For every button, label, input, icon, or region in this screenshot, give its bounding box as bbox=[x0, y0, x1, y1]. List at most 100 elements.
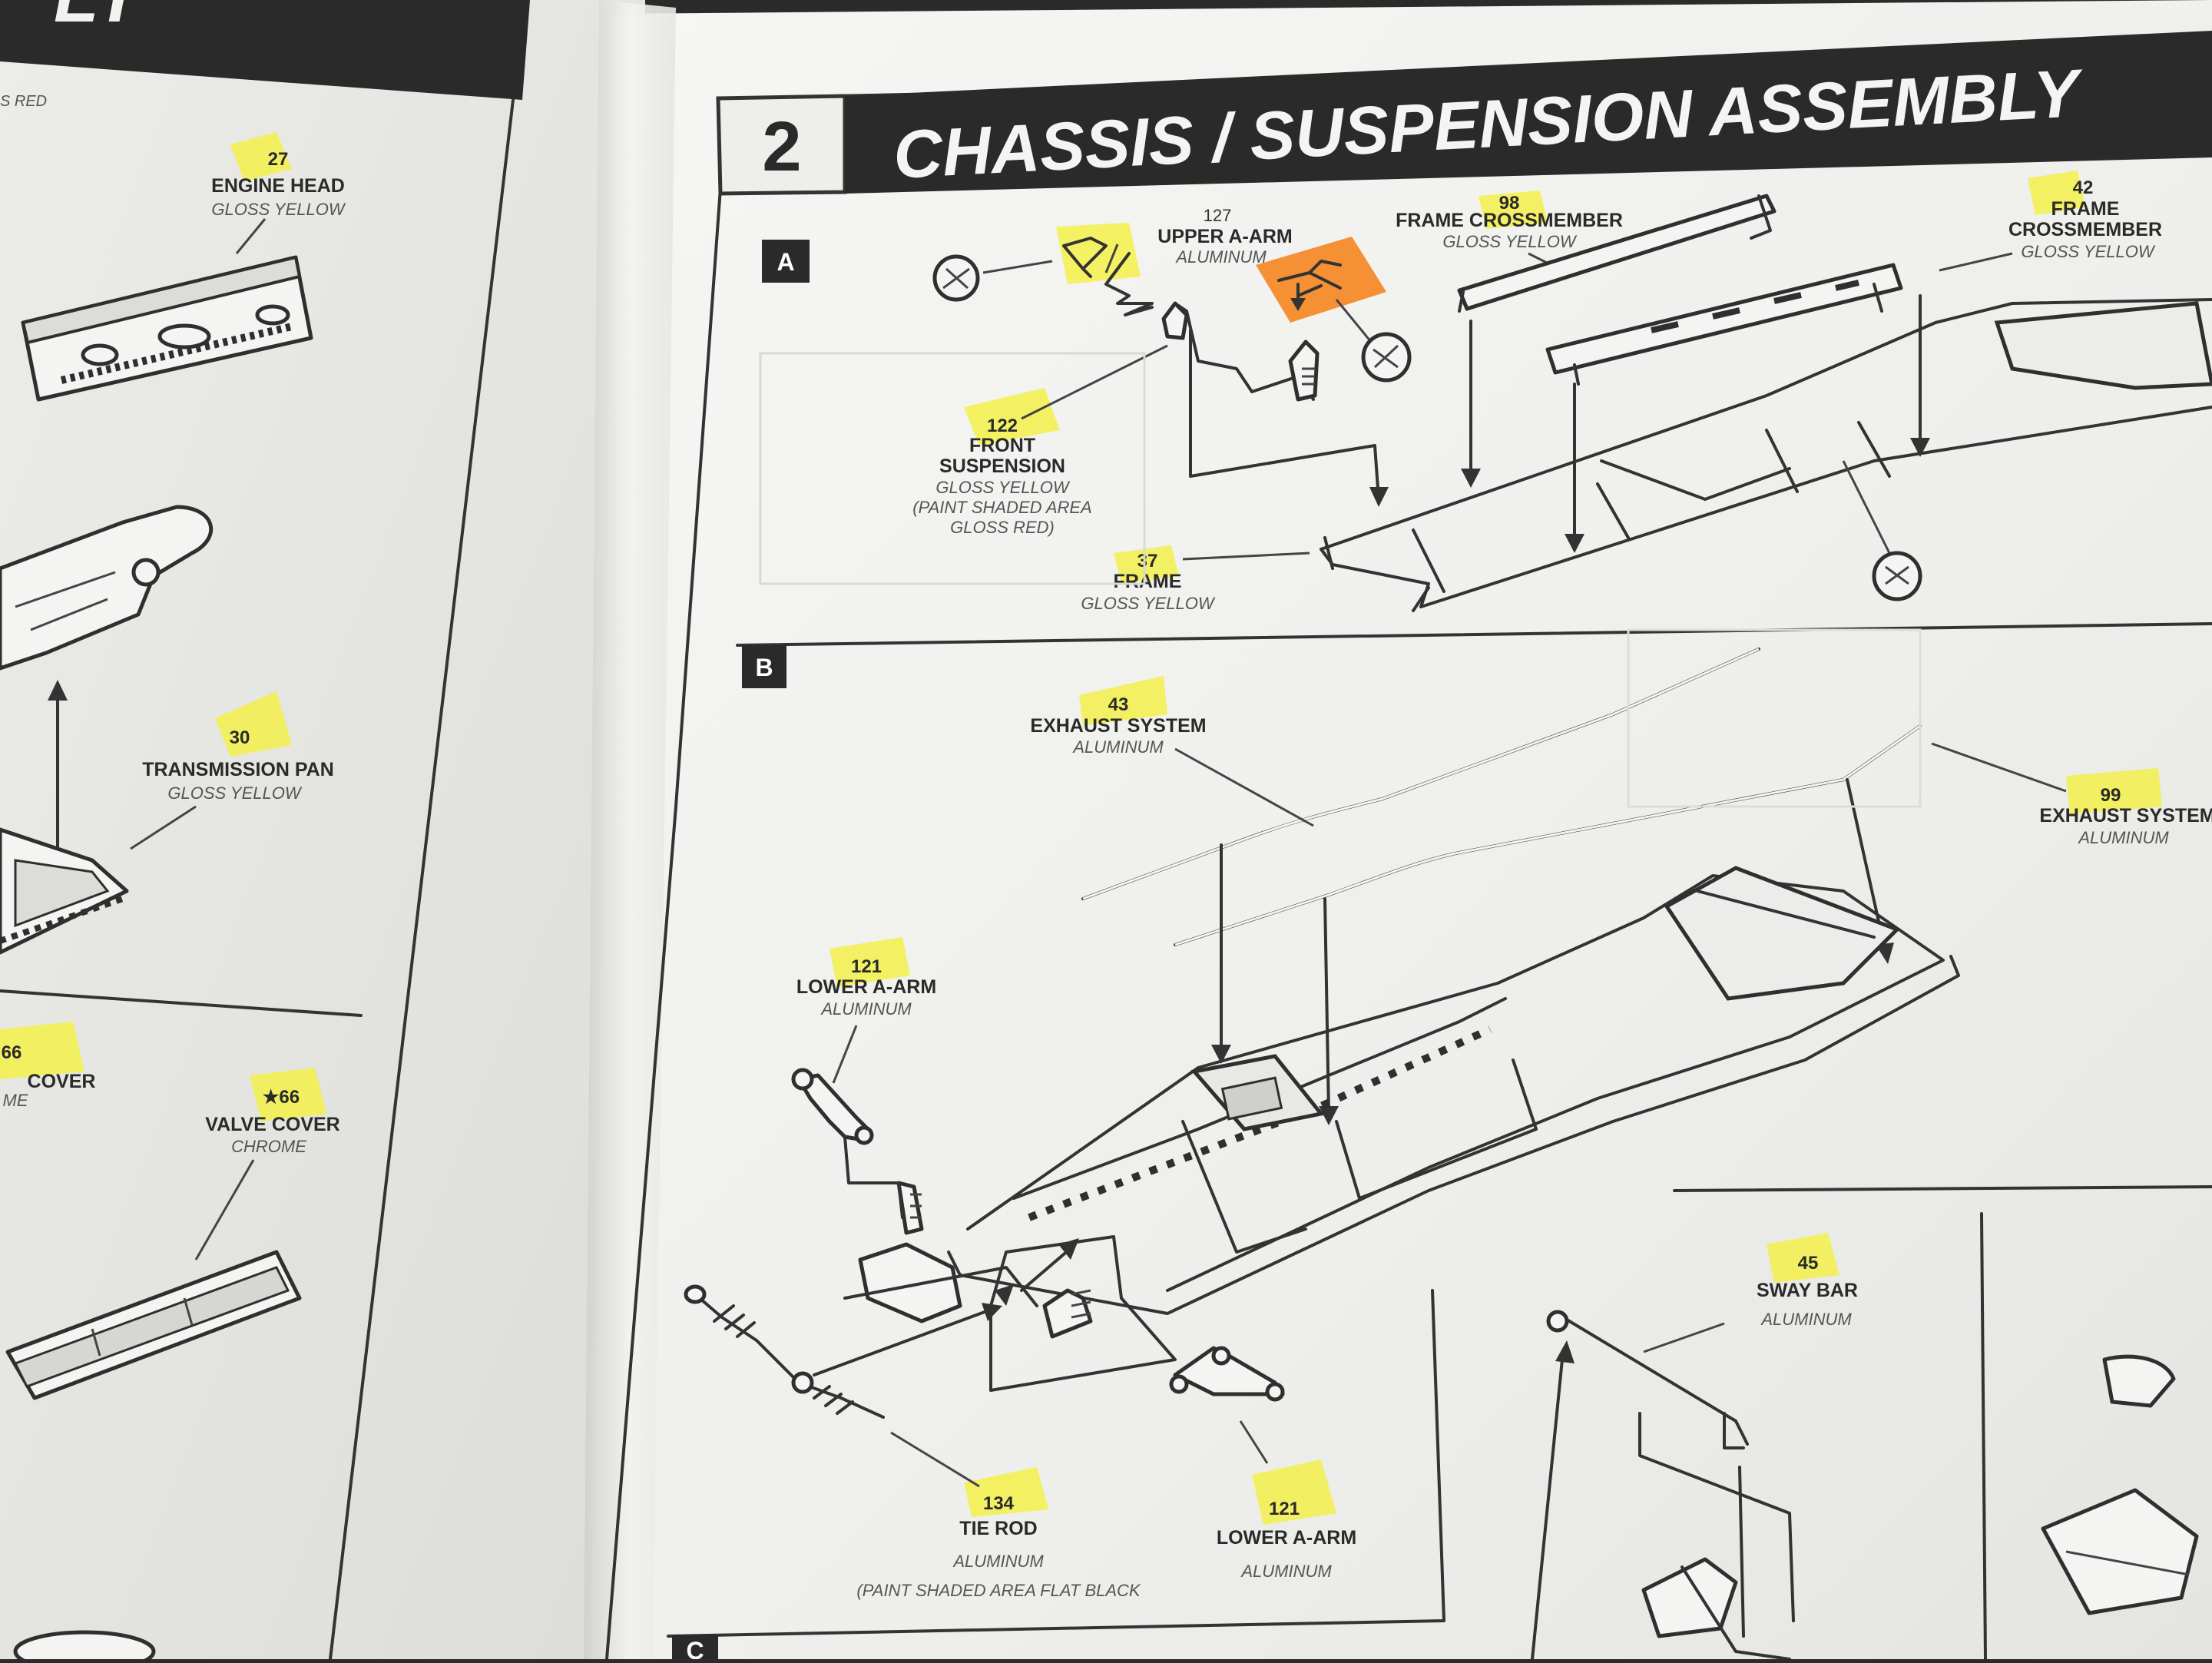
lower-a-arm-right-illustration bbox=[1169, 1346, 1285, 1402]
part-122-name-2: SUSPENSION bbox=[939, 456, 1065, 477]
leader-122 bbox=[1021, 344, 1168, 420]
panel-c-label: C bbox=[686, 1637, 704, 1659]
highlight-43 bbox=[1079, 676, 1167, 726]
leader-99 bbox=[1931, 742, 2067, 793]
part-30-name: TRANSMISSION PAN bbox=[142, 759, 334, 780]
part-98-number: 98 bbox=[1499, 193, 1520, 214]
part-122-name-1: FRONT bbox=[969, 435, 1035, 456]
step-number: 2 bbox=[762, 108, 801, 186]
part-127-finish: ALUMINUM bbox=[1174, 247, 1267, 267]
part-30-number: 30 bbox=[230, 727, 250, 748]
part-121a-number: 121 bbox=[851, 956, 882, 977]
chassis-frame-illustration bbox=[947, 866, 1960, 1315]
part-122-number: 122 bbox=[987, 416, 1018, 436]
part-66b-finish: CHROME bbox=[231, 1137, 306, 1156]
front-suspension-b-illustration bbox=[843, 1181, 1177, 1392]
part-99-finish: ALUMINUM bbox=[2077, 828, 2169, 847]
upper-a-arm-illustration bbox=[932, 223, 1154, 316]
part-122-finish: GLOSS YELLOW bbox=[935, 478, 1070, 497]
part-121a-finish: ALUMINUM bbox=[820, 999, 912, 1019]
highlight-66a bbox=[0, 1022, 84, 1079]
leader-37 bbox=[1182, 552, 1310, 561]
leader-43 bbox=[1174, 747, 1314, 827]
part-134-name: TIE ROD bbox=[959, 1518, 1037, 1539]
part-43-number: 43 bbox=[1108, 694, 1129, 715]
highlight-99 bbox=[2066, 768, 2162, 814]
page-gutter bbox=[584, 0, 676, 1659]
part-134-number: 134 bbox=[983, 1493, 1015, 1514]
print-through-ghost-2 bbox=[1627, 628, 1922, 808]
arrowhead-transmission bbox=[48, 680, 68, 701]
orange-part-drawing bbox=[1277, 260, 1342, 297]
left-bottom-part bbox=[13, 1630, 156, 1663]
part-37-number: 37 bbox=[1137, 551, 1158, 571]
left-page bbox=[0, 0, 645, 1659]
panel-b-badge bbox=[742, 645, 786, 688]
leader-134 bbox=[890, 1431, 980, 1488]
right-page bbox=[591, 0, 2212, 1659]
panel-b-label: B bbox=[755, 654, 773, 681]
part-121b-finish: ALUMINUM bbox=[1240, 1562, 1332, 1581]
engine-head-part bbox=[21, 255, 313, 402]
part-99-number: 99 bbox=[2101, 785, 2121, 806]
panel-c-badge bbox=[672, 1635, 718, 1663]
part-99-name: EXHAUST SYSTEM bbox=[2039, 805, 2212, 827]
part-27-finish: GLOSS YELLOW bbox=[211, 200, 346, 219]
part-43-name: EXHAUST SYSTEM bbox=[1030, 715, 1206, 737]
tie-rod-illustration bbox=[684, 1284, 1002, 1419]
part-37-name: FRAME bbox=[1114, 571, 1182, 592]
highlight-27 bbox=[230, 132, 292, 181]
part-98-finish: GLOSS YELLOW bbox=[1442, 232, 1577, 251]
leader-121a bbox=[832, 1025, 858, 1084]
frame-37-illustration bbox=[1320, 298, 2212, 612]
part-66b-name: VALVE COVER bbox=[205, 1114, 340, 1135]
sway-bar-illustration bbox=[1531, 1310, 2199, 1661]
part-45-name: SWAY BAR bbox=[1757, 1280, 1858, 1301]
highlight-66b bbox=[250, 1068, 326, 1121]
highlight-121a bbox=[830, 937, 910, 987]
left-page-border bbox=[329, 98, 515, 1661]
transmission-part bbox=[0, 505, 214, 671]
part-66a-name: COVER bbox=[28, 1071, 96, 1092]
part-134-finish: ALUMINUM bbox=[952, 1552, 1044, 1571]
frame-crossmember-98-illustration bbox=[1457, 194, 1777, 488]
part-30-finish: GLOSS YELLOW bbox=[167, 783, 302, 803]
part-45-number: 45 bbox=[1798, 1253, 1819, 1274]
highlight-30 bbox=[215, 691, 292, 757]
left-header-fragment: LY bbox=[54, 0, 149, 38]
lower-a-arm-left-illustration bbox=[791, 1068, 904, 1219]
step-title-banner bbox=[845, 31, 2212, 194]
part-37-finish: GLOSS YELLOW bbox=[1081, 594, 1215, 613]
panel-right-divider bbox=[1673, 1185, 2212, 1192]
part-121b-name: LOWER A-ARM bbox=[1217, 1527, 1356, 1549]
part-121a-name: LOWER A-ARM bbox=[796, 976, 936, 998]
print-through-ghost-1 bbox=[759, 352, 1146, 585]
part-66a-number: 66 bbox=[2, 1042, 22, 1063]
part-27-name: ENGINE HEAD bbox=[211, 175, 345, 197]
leader-121b bbox=[1239, 1420, 1269, 1464]
highlight-98 bbox=[1479, 190, 1548, 229]
left-corner-note: S RED bbox=[0, 93, 47, 110]
left-section-divider bbox=[0, 989, 363, 1017]
part-43-finish: ALUMINUM bbox=[1071, 737, 1164, 757]
part-27-number: 27 bbox=[268, 149, 289, 170]
transmission-pan-part bbox=[0, 827, 129, 955]
panel-a-label: A bbox=[777, 248, 794, 276]
panel-b-bottom-border bbox=[667, 1289, 1445, 1638]
part-134-note: (PAINT SHADED AREA FLAT BLACK bbox=[856, 1581, 1141, 1600]
part-122-note-2: GLOSS RED) bbox=[950, 518, 1055, 537]
panel-a-badge bbox=[762, 240, 810, 283]
part-42-number: 42 bbox=[2073, 177, 2094, 198]
part-127-name: UPPER A-ARM bbox=[1157, 226, 1292, 247]
part-121b-number: 121 bbox=[1269, 1499, 1300, 1519]
highlight-134 bbox=[964, 1467, 1048, 1517]
part-45-finish: ALUMINUM bbox=[1760, 1310, 1852, 1329]
leader-45 bbox=[1643, 1322, 1725, 1353]
highlight-122 bbox=[964, 388, 1060, 446]
part-98-name: FRAME CROSSMEMBER bbox=[1396, 210, 1623, 231]
part-66b-number: ★66 bbox=[263, 1087, 300, 1108]
leader-66b bbox=[194, 1159, 255, 1261]
exhaust-system-illustration bbox=[1081, 648, 1922, 1125]
